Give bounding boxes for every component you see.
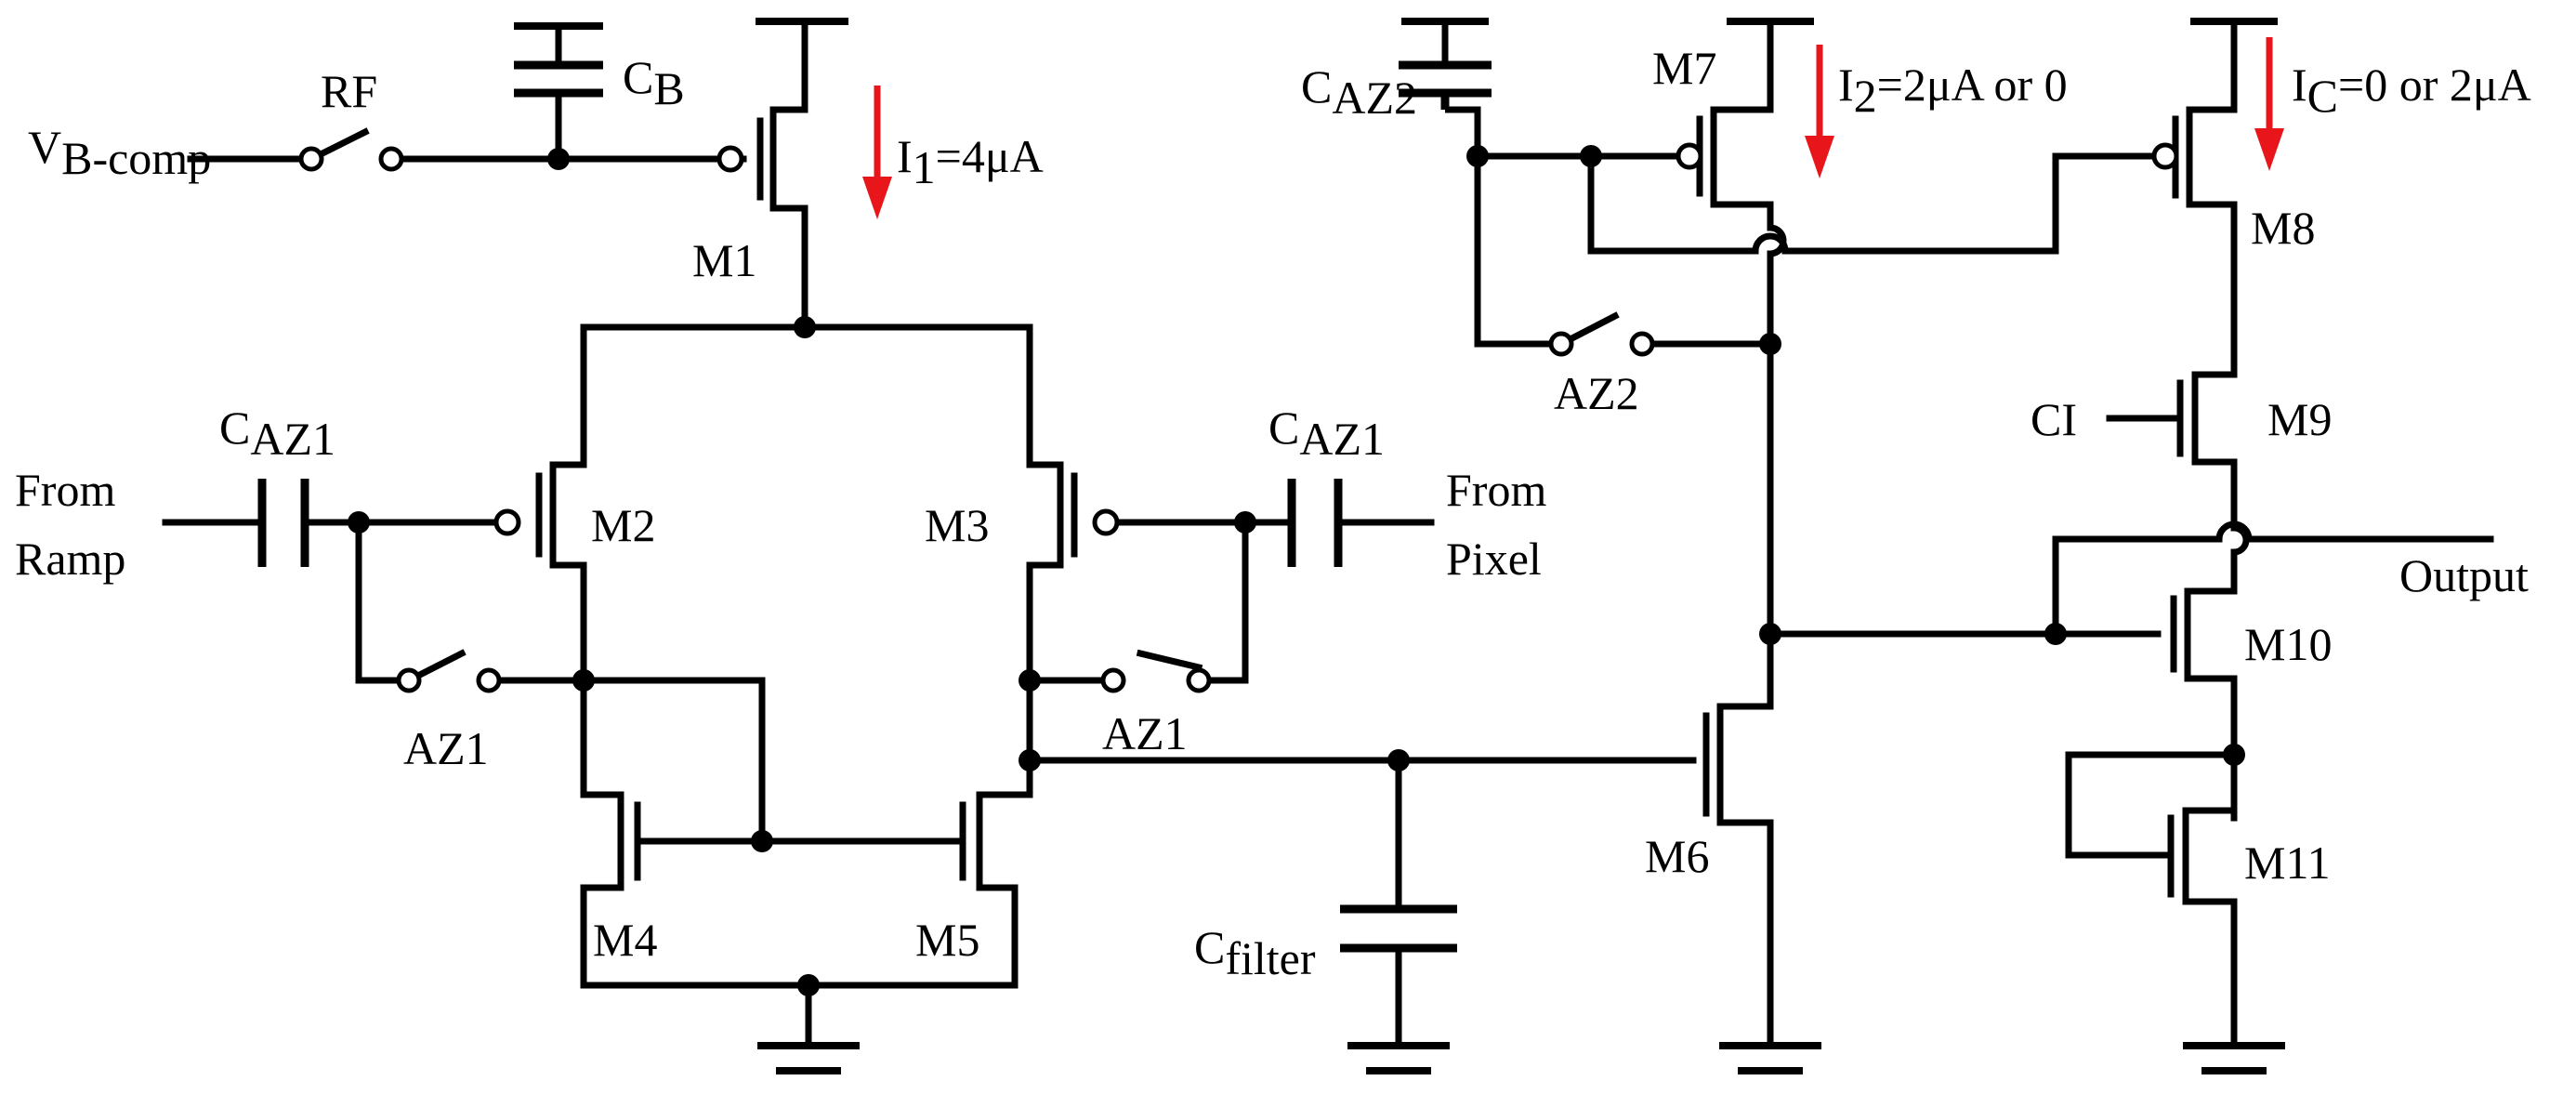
caz1-left-capacitor <box>257 479 309 567</box>
az2-label: AZ2 <box>1554 367 1639 419</box>
ground-cfilter <box>1347 1042 1450 1074</box>
i1-label: I1=4μA <box>897 130 1044 193</box>
ground-m4-m5 <box>757 1042 860 1074</box>
i2-label: I2=2μA or 0 <box>1838 59 2068 122</box>
m3-gate-bubble <box>1092 508 1120 536</box>
m7-label: M7 <box>1652 42 1716 94</box>
az1-right-label: AZ1 <box>1102 707 1188 759</box>
ic-arrow <box>2254 37 2284 171</box>
labels: VB-comp RF CB M1 I1=4μA CAZ1 From Ramp M… <box>15 42 2531 984</box>
ground-symbols <box>757 1042 2285 1074</box>
az1-left-label: AZ1 <box>403 722 489 774</box>
cb-capacitor <box>514 60 603 98</box>
m8-label: M8 <box>2251 202 2315 254</box>
output-label: Output <box>2399 549 2529 601</box>
m2-gate-bubble <box>493 508 521 536</box>
cfilter-capacitor <box>1340 904 1457 953</box>
m6-label: M6 <box>1645 830 1709 882</box>
ground-m11 <box>2183 1042 2285 1074</box>
supply-rails <box>514 18 2278 30</box>
m2-label: M2 <box>591 499 655 551</box>
m8-gate-bubble <box>2151 142 2179 170</box>
m3-label: M3 <box>925 499 989 551</box>
rf-label: RF <box>321 65 377 117</box>
ground-m6 <box>1719 1042 1821 1074</box>
m1-gate-bubble <box>716 145 744 173</box>
from-pixel-label-line1: From <box>1446 464 1546 516</box>
caz1-right-capacitor <box>1287 479 1343 567</box>
m7-gate-bubble <box>1676 142 1703 170</box>
from-pixel-label-line2: Pixel <box>1446 533 1542 585</box>
m9-label: M9 <box>2267 393 2332 445</box>
ic-label: IC=0 or 2μA <box>2292 59 2531 122</box>
m10-label: M10 <box>2244 618 2332 670</box>
from-ramp-label-line2: Ramp <box>15 533 125 585</box>
caz1-right-label: CAZ1 <box>1268 402 1385 465</box>
caz1-left-label: CAZ1 <box>219 402 335 465</box>
i1-arrow <box>862 86 892 219</box>
m4-label: M4 <box>593 914 657 966</box>
az1-right-switch-blade <box>1136 649 1203 672</box>
current-arrows <box>862 37 2284 219</box>
cfilter-label: Cfilter <box>1194 921 1316 984</box>
m5-label: M5 <box>915 914 979 966</box>
cb-label: CB <box>623 51 685 114</box>
i2-arrow <box>1805 45 1834 178</box>
vb-comp-label: VB-comp <box>28 121 211 184</box>
ci-label: CI <box>2031 393 2077 445</box>
m1-label: M1 <box>692 234 756 286</box>
from-ramp-label-line1: From <box>15 464 115 516</box>
capacitors <box>257 60 1492 953</box>
m11-label: M11 <box>2244 837 2331 889</box>
caz2-label: CAZ2 <box>1301 60 1417 124</box>
junction-dots <box>348 145 2245 996</box>
open-terminals <box>298 142 2179 693</box>
